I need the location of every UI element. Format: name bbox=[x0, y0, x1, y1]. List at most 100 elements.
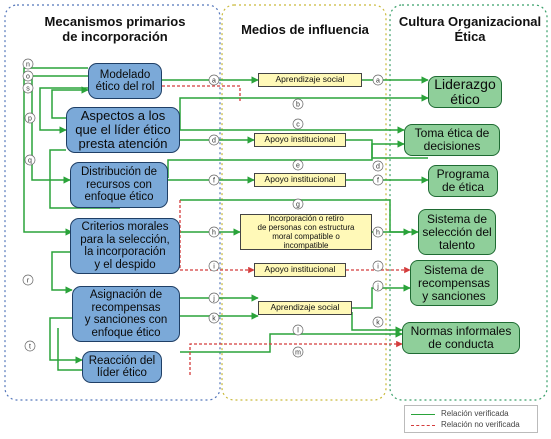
link-letter-l: l bbox=[297, 328, 299, 335]
link-label-p: p bbox=[24, 112, 36, 124]
link-letter-o: o bbox=[26, 74, 30, 81]
link-letter-t: t bbox=[29, 344, 31, 351]
influence-social-learning-1: Aprendizaje social bbox=[258, 73, 362, 87]
link-label-l: l bbox=[292, 324, 304, 336]
link-label-r: r bbox=[22, 274, 34, 286]
link-letter-a: a bbox=[376, 78, 380, 85]
connector-m bbox=[189, 340, 403, 375]
connector-l bbox=[180, 330, 403, 353]
right-column-frame bbox=[389, 4, 548, 401]
link-letter-e: e bbox=[296, 163, 300, 170]
link-letter-k: k bbox=[212, 316, 216, 323]
connector-b bbox=[179, 94, 429, 130]
connector-i1 bbox=[179, 200, 255, 274]
link-label-k: k bbox=[208, 312, 220, 324]
link-label-h: h bbox=[208, 226, 220, 238]
connector-j2 bbox=[352, 284, 411, 309]
loop-n bbox=[23, 67, 88, 236]
link-letter-i: i bbox=[213, 264, 215, 271]
link-label-f2: f bbox=[372, 174, 384, 186]
legend-unverified-swatch bbox=[411, 425, 435, 426]
connector-e bbox=[167, 140, 405, 178]
link-label-i: i bbox=[208, 260, 220, 272]
link-letter-j: j bbox=[212, 296, 215, 303]
link-letter-p: p bbox=[28, 116, 32, 123]
link-label-c: c bbox=[292, 118, 304, 130]
link-letter-f: f bbox=[377, 178, 379, 185]
link-letter-d: d bbox=[376, 164, 380, 171]
link-letter-k: k bbox=[376, 320, 380, 327]
link-letter-b: b bbox=[296, 102, 300, 109]
loop-p bbox=[51, 86, 89, 119]
link-label-g: g bbox=[292, 198, 304, 210]
influence-social-learning-2: Aprendizaje social bbox=[258, 301, 352, 315]
link-label-j: j bbox=[208, 292, 220, 304]
legend: Relación verificada Relación no verifica… bbox=[404, 405, 538, 433]
link-label-d: d bbox=[208, 134, 220, 146]
link-letter-c: c bbox=[296, 122, 300, 129]
influence-institutional-support-2: Apoyo institucional bbox=[254, 173, 346, 187]
link-label-q: q bbox=[24, 154, 36, 166]
link-label-n: n bbox=[22, 58, 34, 70]
left-column-frame bbox=[4, 4, 221, 401]
loop-o bbox=[31, 75, 88, 184]
influence-institutional-support-1: Apoyo institucional bbox=[254, 133, 346, 147]
link-label-i2: i bbox=[372, 260, 384, 272]
mid-column-frame bbox=[221, 4, 387, 401]
legend-verified-label: Relación verificada bbox=[441, 409, 509, 418]
link-label-k2: k bbox=[372, 316, 384, 328]
link-letter-j: j bbox=[376, 284, 379, 291]
link-letter-h: h bbox=[376, 230, 380, 237]
link-label-t: t bbox=[24, 340, 36, 352]
loop-t bbox=[49, 317, 83, 364]
legend-unverified-label: Relación no verificada bbox=[441, 420, 520, 429]
link-letter-h: h bbox=[212, 230, 216, 237]
influence-institutional-support-3: Apoyo institucional bbox=[254, 263, 346, 277]
link-label-j2: j bbox=[372, 280, 384, 292]
loop-r bbox=[51, 251, 73, 294]
link-letter-i: i bbox=[377, 264, 379, 271]
link-label-s: s bbox=[22, 82, 34, 94]
link-label-a2: a bbox=[372, 74, 384, 86]
link-label-h2: h bbox=[372, 226, 384, 238]
mid-column-title: Medios de influencia bbox=[241, 22, 369, 37]
link-letter-d: d bbox=[212, 138, 216, 145]
link-label-m: m bbox=[292, 346, 304, 358]
link-letter-g: g bbox=[296, 202, 300, 209]
link-letter-r: r bbox=[27, 278, 30, 285]
link-label-f: f bbox=[208, 174, 220, 186]
connector-unverified-a bbox=[162, 85, 241, 102]
loop-q bbox=[49, 149, 120, 209]
link-label-a: a bbox=[208, 74, 220, 86]
legend-verified-swatch bbox=[411, 414, 435, 415]
link-letter-a: a bbox=[212, 78, 216, 85]
link-letter-q: q bbox=[28, 158, 32, 165]
loop-s bbox=[39, 87, 88, 134]
loop-t2 bbox=[57, 328, 82, 371]
connector-k2 bbox=[351, 312, 403, 334]
link-label-b: b bbox=[292, 98, 304, 110]
link-label-o: o bbox=[22, 70, 34, 82]
link-letter-s: s bbox=[26, 86, 30, 93]
link-label-d2: d bbox=[372, 160, 384, 172]
link-letter-m: m bbox=[295, 350, 301, 357]
link-letter-n: n bbox=[26, 62, 30, 69]
link-letter-f: f bbox=[213, 178, 215, 185]
link-label-e: e bbox=[292, 159, 304, 171]
